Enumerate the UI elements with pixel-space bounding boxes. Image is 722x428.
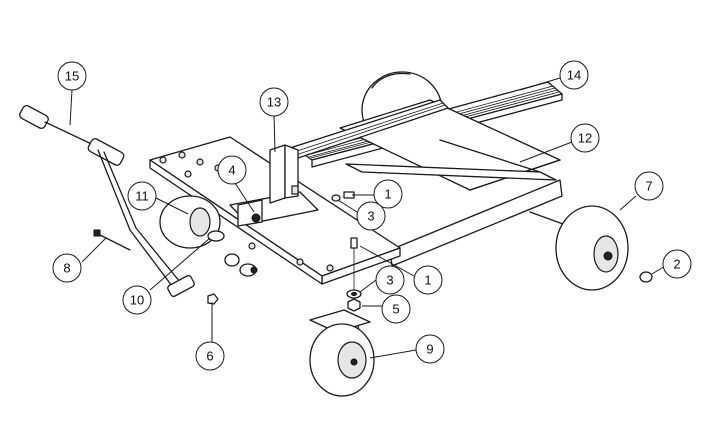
callout-2-label: 2 (673, 257, 680, 272)
callout-1-upper-label: 1 (384, 187, 391, 202)
callout-5-label: 5 (392, 302, 399, 317)
long-bolt (93, 229, 131, 251)
callout-13-label: 15 (65, 69, 79, 84)
hitch-bracket (237, 199, 263, 227)
callout-4: 4 (217, 155, 247, 185)
callout-3-upper: 3 (356, 201, 386, 231)
callout-3-lower: 3 (375, 265, 405, 295)
upper-bolt-washer (331, 191, 355, 202)
callout-5: 5 (381, 294, 411, 324)
callout-12: 12 (570, 123, 600, 153)
callout-15: 10 (122, 285, 152, 315)
hub-cap (639, 271, 653, 283)
pull-handle (19, 105, 195, 297)
callout-3-lower-label: 3 (386, 273, 393, 288)
front-left-wheel (159, 195, 221, 249)
callout-13: 15 (57, 61, 87, 91)
callout-10-label: 9 (426, 342, 433, 357)
callout-9-label: 11 (135, 189, 149, 204)
callout-4-label: 4 (228, 163, 235, 178)
rear-right-wheel (529, 205, 629, 291)
caster-wheel (309, 309, 375, 397)
callout-10: 9 (415, 334, 445, 364)
callout-7: 7 (634, 171, 664, 201)
leader-lines (69, 77, 666, 359)
axle-hardware (207, 230, 258, 277)
callout-14-label: 14 (567, 68, 581, 83)
callout-2: 2 (662, 249, 692, 279)
callout-8: 8 (52, 253, 82, 283)
callout-14: 14 (559, 60, 589, 90)
callout-7-label: 7 (645, 179, 652, 194)
callout-1-upper: 1 (373, 179, 403, 209)
upright-post (269, 144, 299, 204)
callout-6: 6 (195, 341, 225, 371)
callout-8-label: 8 (63, 261, 70, 276)
callout-12-label: 12 (578, 131, 592, 146)
callout-9: 11 (127, 181, 157, 211)
callout-1-lower-label: 1 (424, 273, 431, 288)
callout-1-lower: 1 (413, 265, 443, 295)
nut-6 (207, 293, 219, 305)
callout-3-upper-label: 3 (367, 209, 374, 224)
callout-15-label: 10 (130, 293, 144, 308)
callout-11: 13 (259, 87, 289, 117)
callout-6-label: 6 (206, 349, 213, 364)
bolt-washer-nut-stack (346, 237, 362, 312)
callout-11-label: 13 (267, 95, 281, 110)
